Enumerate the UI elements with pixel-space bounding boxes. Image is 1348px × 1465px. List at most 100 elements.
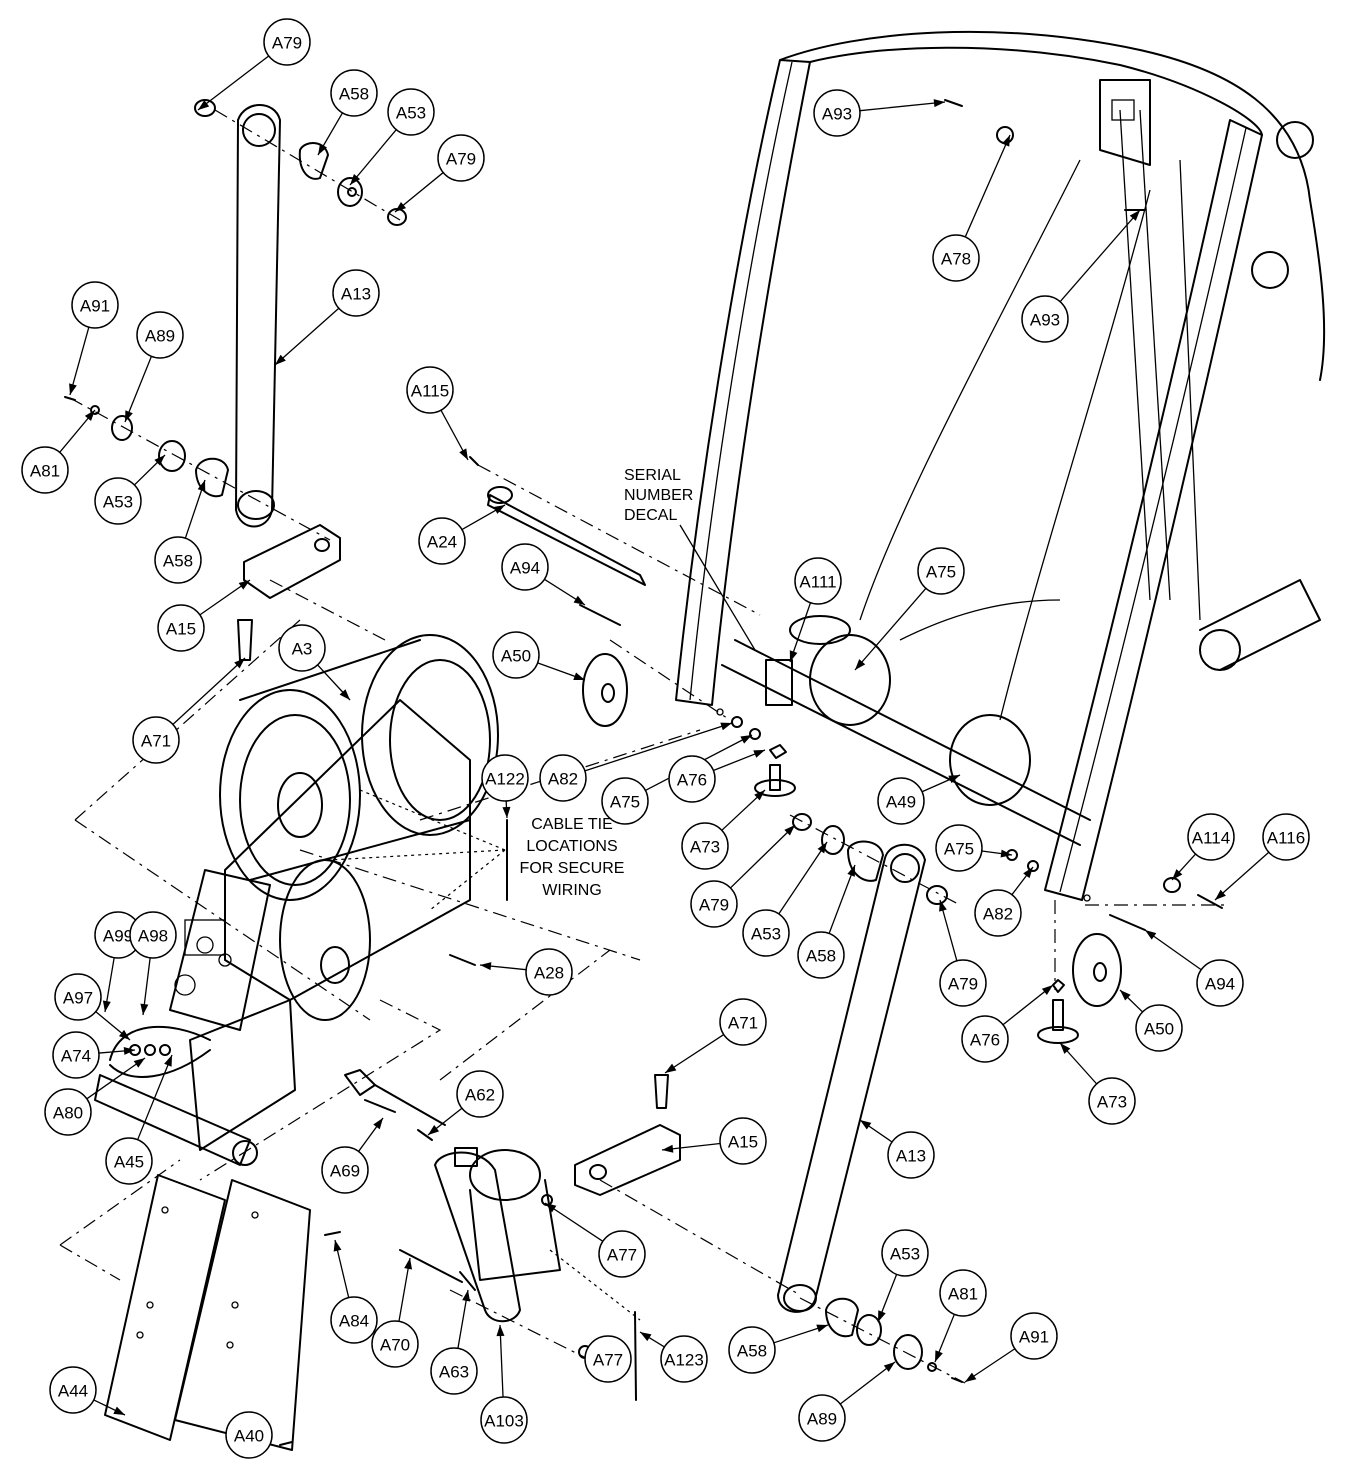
- callout-a93: A93: [1021, 295, 1069, 343]
- callout-circle: [371, 1320, 419, 1368]
- callout-label: A122: [485, 770, 525, 789]
- leader-arrow: [84, 410, 95, 422]
- leader-arrow: [573, 672, 585, 681]
- leader-arrow: [965, 1372, 977, 1382]
- callout-circle: [668, 755, 716, 803]
- leader-line: [854, 587, 927, 671]
- actuator-assembly: [344, 1069, 641, 1401]
- leader-arrow: [480, 962, 492, 971]
- callout-a84: A84: [330, 1296, 378, 1344]
- callout-a71: A71: [132, 716, 180, 764]
- callout-label: A79: [699, 896, 729, 915]
- leader-arrow: [1172, 869, 1183, 880]
- leader-line: [730, 824, 796, 889]
- note-line: DECAL: [624, 507, 677, 524]
- leader-arrow: [113, 1406, 125, 1415]
- leader-arrow: [333, 1240, 342, 1252]
- callout-a53: A53: [742, 909, 790, 957]
- callout-circle: [1010, 1312, 1058, 1360]
- callout-label: A103: [484, 1412, 524, 1431]
- callout-label: A40: [234, 1427, 264, 1446]
- callout-circle: [136, 311, 184, 359]
- callout-a79: A79: [939, 959, 987, 1007]
- leader-arrow: [350, 173, 361, 185]
- callout-label: A73: [1097, 1093, 1127, 1112]
- callout-label: A53: [751, 925, 781, 944]
- leader-arrow: [318, 143, 327, 155]
- callout-label: A91: [1019, 1328, 1049, 1347]
- callout-a79: A79: [690, 880, 738, 928]
- callout-a89: A89: [798, 1394, 846, 1442]
- leader-arrow: [198, 100, 210, 110]
- callout-a99: A99: [94, 911, 142, 959]
- callout-a89: A89: [136, 311, 184, 359]
- note-line: WIRING: [542, 882, 602, 899]
- callout-circle: [798, 1394, 846, 1442]
- callout-label: A69: [330, 1162, 360, 1181]
- callout-label: A13: [896, 1147, 926, 1166]
- callout-circle: [54, 973, 102, 1021]
- note-line: CABLE TIE: [531, 816, 613, 833]
- leader-arrow: [133, 1058, 145, 1068]
- callout-circle: [961, 1015, 1009, 1063]
- cable-tie-note: CABLE TIE LOCATIONS FOR SECURE WIRING: [520, 816, 625, 899]
- callout-label: A123: [664, 1351, 704, 1370]
- callout-label: A24: [427, 533, 457, 552]
- callout-circle: [690, 880, 738, 928]
- leader-line: [664, 1034, 725, 1074]
- callout-label: A53: [103, 493, 133, 512]
- callout-label: A58: [737, 1342, 767, 1361]
- callout-layer: A79A58A53A79A13A91A89A81A53A58A15A71A3A1…: [21, 18, 1310, 1459]
- callout-circle: [887, 1131, 935, 1179]
- callout-circle: [794, 557, 842, 605]
- leader-arrow: [1145, 930, 1157, 940]
- callout-circle: [601, 777, 649, 825]
- callout-circle: [263, 18, 311, 66]
- leader-line: [828, 864, 856, 934]
- serial-number-decal-note: SERIAL NUMBER DECAL: [624, 467, 756, 651]
- callout-circle: [321, 1146, 369, 1194]
- callout-circle: [44, 1088, 92, 1136]
- callout-circle: [105, 1137, 153, 1185]
- leader-line: [349, 129, 397, 186]
- leader-arrow: [493, 505, 505, 514]
- callout-a63: A63: [430, 1347, 478, 1395]
- leader-arrow: [69, 383, 77, 395]
- callout-label: A77: [607, 1246, 637, 1265]
- callout-a13: A13: [887, 1131, 935, 1179]
- leader-arrow: [784, 825, 795, 836]
- leader-line: [86, 1057, 146, 1100]
- callout-a58: A58: [728, 1326, 776, 1374]
- callout-circle: [418, 517, 466, 565]
- callout-circle: [481, 754, 529, 802]
- callout-circle: [129, 911, 177, 959]
- leader-arrow: [754, 790, 765, 801]
- callout-a77: A77: [598, 1230, 646, 1278]
- callout-a79: A79: [263, 18, 311, 66]
- callout-label: A74: [61, 1047, 91, 1066]
- callout-a111: A111: [794, 557, 842, 605]
- callout-a58: A58: [797, 931, 845, 979]
- leader-arrow: [1120, 990, 1131, 1001]
- leader-arrow: [1000, 849, 1012, 858]
- callout-circle: [797, 931, 845, 979]
- callout-circle: [49, 1366, 97, 1414]
- callout-circle: [52, 1031, 100, 1079]
- callout-label: A53: [396, 104, 426, 123]
- leader-arrow: [502, 806, 511, 818]
- leader-arrow: [197, 480, 206, 492]
- callout-label: A114: [1192, 829, 1230, 848]
- callout-circle: [1021, 295, 1069, 343]
- callout-a73: A73: [1088, 1077, 1136, 1125]
- leader-line: [172, 657, 246, 725]
- callout-circle: [719, 998, 767, 1046]
- callout-label: A84: [339, 1312, 369, 1331]
- callout-a81: A81: [939, 1269, 987, 1317]
- callout-a62: A62: [456, 1070, 504, 1118]
- callout-label: A28: [534, 964, 564, 983]
- leader-arrow: [496, 1325, 505, 1337]
- note-line: LOCATIONS: [526, 838, 617, 855]
- callout-circle: [456, 1070, 504, 1118]
- leader-arrow: [395, 201, 407, 212]
